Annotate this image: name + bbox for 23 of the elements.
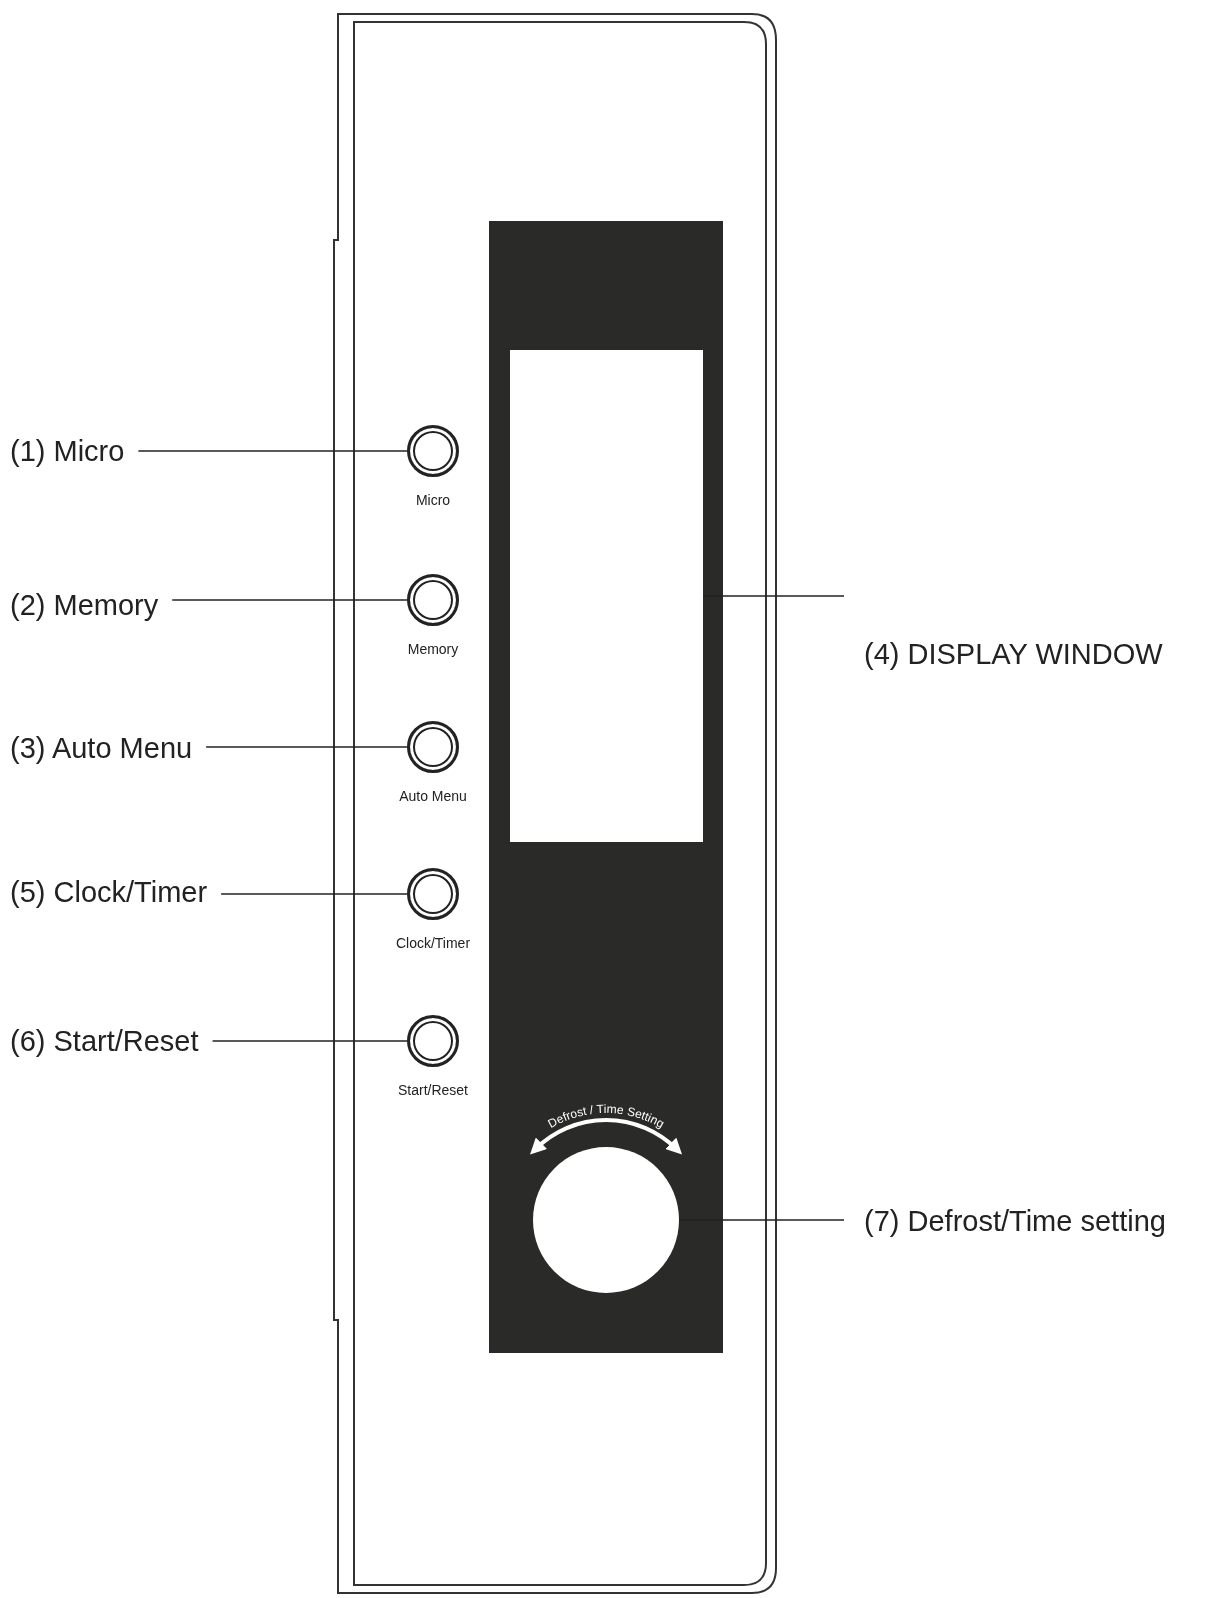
callout-label: (4) DISPLAY WINDOW [864, 639, 1163, 669]
round-button [407, 425, 459, 477]
callout-label: (3) Auto Menu [10, 733, 193, 763]
leader-line [171, 599, 408, 601]
button-caption: Start/Reset [398, 1083, 468, 1097]
leader-line [137, 450, 408, 452]
button-caption: Micro [415, 493, 451, 507]
round-button [407, 868, 459, 920]
callout-label: (2) Memory [10, 590, 159, 620]
round-button [407, 1015, 459, 1067]
display-window [510, 350, 703, 842]
round-button [407, 721, 459, 773]
callout-label: (7) Defrost/Time setting [864, 1206, 1166, 1236]
callout-label: (6) Start/Reset [10, 1026, 199, 1056]
leader-line [220, 893, 408, 895]
button-caption: Memory [407, 642, 459, 656]
leader-line [205, 746, 408, 748]
callout-label: (1) Micro [10, 436, 125, 466]
round-button [407, 574, 459, 626]
button-caption: Auto Menu [399, 789, 467, 803]
button-caption: Clock/Timer [395, 936, 471, 950]
leader-line [211, 1040, 408, 1042]
callout-label: (5) Clock/Timer [10, 877, 208, 907]
